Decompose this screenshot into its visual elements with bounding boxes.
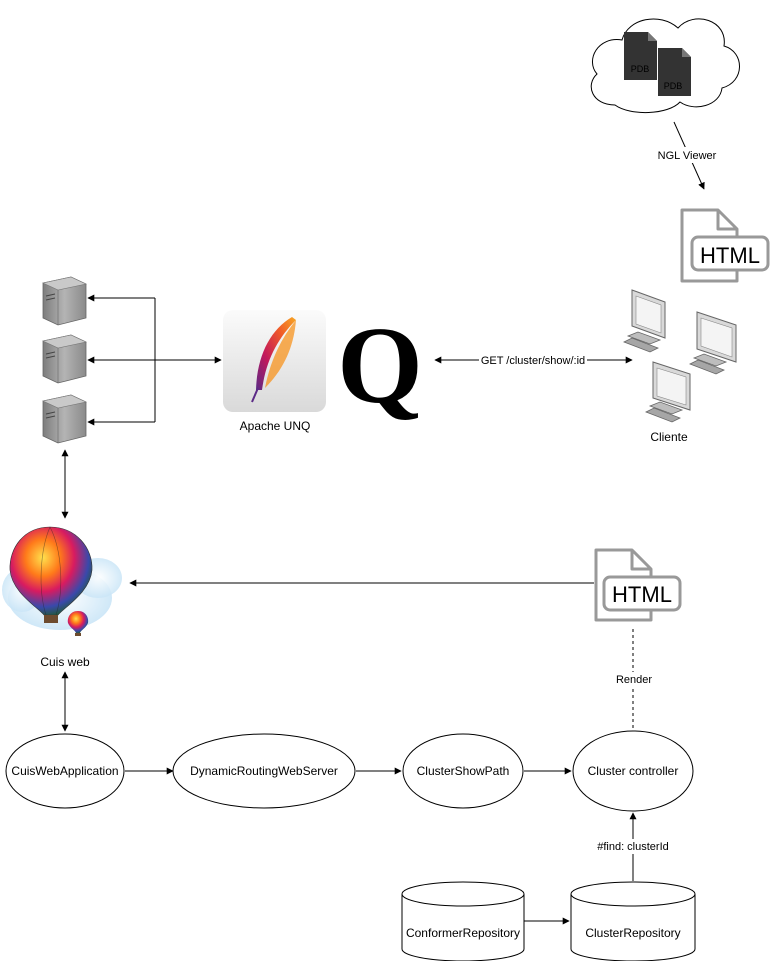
dynamic-routing-web-server-label: DynamicRoutingWebServer <box>190 764 338 778</box>
render-label: Render <box>616 674 652 686</box>
find-label: #find: clusterId <box>597 841 669 853</box>
pdb-cloud: PDB PDB <box>590 18 740 114</box>
cuis-web-application-label: CuisWebApplication <box>11 764 118 778</box>
cuis-web-balloon-logo <box>2 526 122 636</box>
cluster-repository-db: ClusterRepository <box>570 881 696 961</box>
conformer-repository-db: ConformerRepository <box>401 881 525 961</box>
apache-label: Apache UNQ <box>240 419 311 433</box>
computer-icon <box>645 361 691 423</box>
cluster-controller-label: Cluster controller <box>588 764 679 778</box>
html-file-icon: HTML <box>680 208 770 283</box>
cluster-show-path-label: ClusterShowPath <box>417 764 510 778</box>
ngl-viewer-label: NGL Viewer <box>658 150 717 162</box>
cluster-show-path-node: ClusterShowPath <box>402 733 524 809</box>
q-logo: Q <box>337 304 423 426</box>
pdb-file-icon: PDB <box>658 48 691 96</box>
html-file-label-top: HTML <box>700 243 760 268</box>
cluster-repository-label: ClusterRepository <box>585 926 680 940</box>
server-icon <box>42 334 87 384</box>
get-route-label: GET /cluster/show/:id <box>481 355 585 367</box>
conformer-repository-label: ConformerRepository <box>406 926 520 940</box>
client-label: Cliente <box>650 430 688 444</box>
html-file-icon: HTML <box>594 548 682 622</box>
pdb-file-label-2: PDB <box>664 81 683 91</box>
server-bus-connectors <box>87 294 222 426</box>
cuis-web-application-node: CuisWebApplication <box>5 733 125 809</box>
pdb-file-icon: PDB <box>624 32 657 80</box>
dynamic-routing-web-server-node: DynamicRoutingWebServer <box>172 733 356 809</box>
computer-icon <box>623 289 666 353</box>
html-file-label-mid: HTML <box>612 582 672 607</box>
apache-feather-logo <box>223 310 326 412</box>
cuis-web-label: Cuis web <box>40 655 90 669</box>
computer-icon <box>689 311 737 375</box>
pdb-file-label-1: PDB <box>631 64 650 74</box>
cluster-controller-node: Cluster controller <box>572 730 694 812</box>
server-icon <box>42 276 87 326</box>
server-icon <box>42 394 87 444</box>
